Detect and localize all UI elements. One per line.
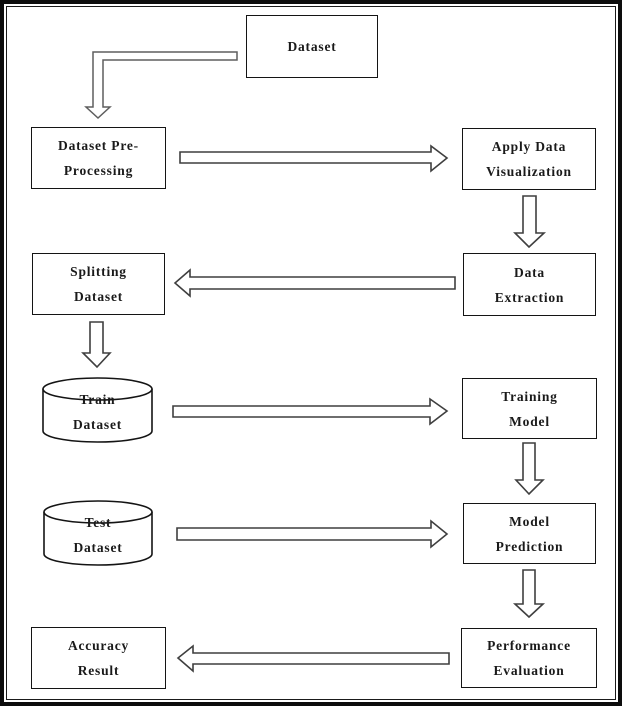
node-label-line: Splitting [70, 264, 127, 279]
arrow-test-to-prediction [176, 519, 449, 549]
node-label-line: Processing [63, 163, 134, 178]
node-label-line: Dataset Pre- [58, 138, 139, 153]
node-train-dataset-cylinder: Train Dataset [42, 377, 153, 443]
arrow-visualization-to-extraction [513, 195, 547, 249]
node-label-line: Dataset [73, 540, 123, 555]
node-test-dataset-cylinder: Test Dataset [43, 500, 153, 566]
node-label-line: Model [509, 513, 550, 529]
node-label-line: Accuracy [67, 638, 130, 653]
arrow-train-to-training-model [172, 397, 449, 426]
node-apply-data-visualization: Apply Data Visualization [462, 128, 596, 190]
arrow-prediction-to-evaluation [512, 569, 546, 619]
node-label-line: Extraction [494, 289, 565, 305]
arrow-dataset-to-preprocessing [84, 51, 238, 120]
node-label-line: Data [514, 264, 545, 280]
node-label-line: Performance [487, 638, 571, 653]
node-label-line: Dataset [72, 417, 123, 432]
arrow-training-to-prediction [514, 442, 545, 496]
node-splitting-dataset: Splitting Dataset [32, 253, 165, 315]
node-model-prediction: Model Prediction [463, 503, 596, 564]
node-label-line: Result [77, 663, 120, 678]
node-label-line: Evaluation [493, 663, 565, 678]
node-training-model: Training Model [462, 378, 597, 439]
arrow-splitting-to-train-dataset [81, 321, 112, 369]
node-dataset-preprocessing: Dataset Pre- Processing [31, 127, 166, 189]
node-label-line: Training [501, 388, 558, 404]
node-dataset: Dataset [246, 15, 378, 78]
node-accuracy-result: Accuracy Result [31, 627, 166, 689]
arrow-preprocessing-to-visualization [179, 144, 449, 173]
arrow-evaluation-to-accuracy [176, 644, 450, 673]
node-label-line: Dataset [73, 289, 124, 304]
node-label-line: Dataset [287, 39, 337, 54]
node-label-line: Test [84, 515, 112, 530]
cylinder-label: Test Dataset [73, 500, 122, 560]
node-label-line: Model [509, 413, 550, 429]
node-label-line: Visualization [486, 164, 572, 179]
node-data-extraction: Data Extraction [463, 253, 596, 316]
node-label-line: Train [79, 392, 116, 407]
node-label-line: Apply Data [491, 139, 567, 154]
inner-border [6, 6, 616, 700]
database-cylinder-icon [43, 500, 153, 566]
arrow-extraction-to-splitting [173, 268, 456, 298]
cylinder-label: Train Dataset [73, 377, 122, 437]
node-label-line: Prediction [495, 538, 564, 554]
node-performance-evaluation: Performance Evaluation [461, 628, 597, 688]
database-cylinder-icon [42, 377, 153, 443]
